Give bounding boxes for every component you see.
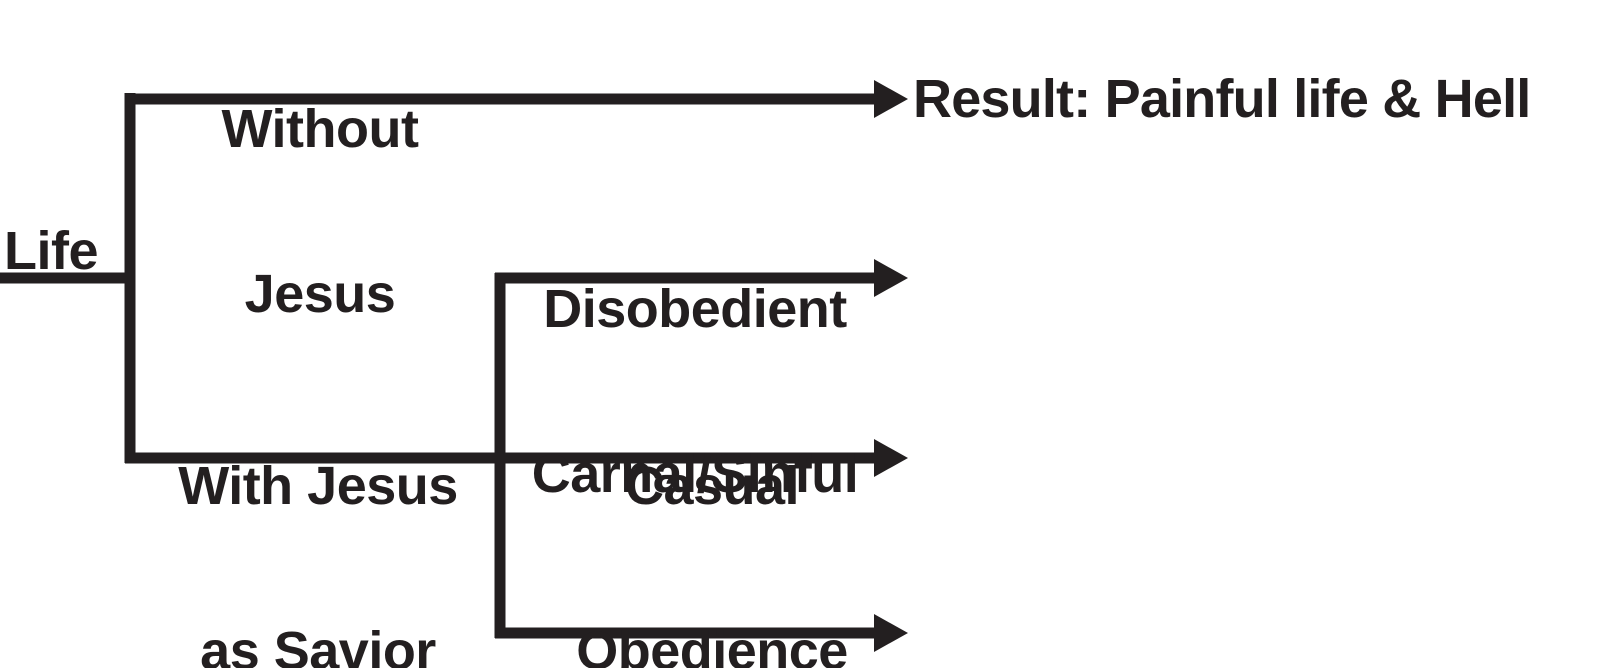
- branch-label-with-jesus: With Jesus as Savior: [178, 349, 458, 668]
- branch-label-without-jesus: Without Jesus: [222, 0, 419, 433]
- arrowhead-disobedient: [874, 259, 908, 297]
- branch-label-disobedient: Disobedient Carnal/Sinful: [532, 172, 859, 613]
- branch-label-casual-obedience: Casual Obedience: [576, 349, 848, 668]
- arrowhead-casual-obedience: [874, 439, 908, 477]
- branch-label-disobedient-line1: Disobedient: [543, 279, 847, 340]
- branch-label-with-jesus-line2: as Savior: [200, 621, 436, 668]
- arrowhead-without-jesus: [874, 80, 908, 118]
- outcome-label-without-jesus-result: Result: Painful life & Hell: [913, 69, 1531, 129]
- branch-label-without-jesus-line2: Jesus: [244, 264, 396, 325]
- branch-label-casual-obedience-line1: Casual: [624, 456, 800, 517]
- branch-label-casual-obedience-line2: Obedience: [576, 621, 848, 668]
- arrowhead-unlabeled-third: [874, 614, 908, 652]
- branch-label-with-jesus-line1: With Jesus: [178, 456, 458, 517]
- branch-label-disobedient-line2: Carnal/Sinful: [531, 444, 859, 505]
- branch-label-without-jesus-line1: Without: [221, 99, 419, 160]
- node-label-life: Life: [4, 221, 99, 281]
